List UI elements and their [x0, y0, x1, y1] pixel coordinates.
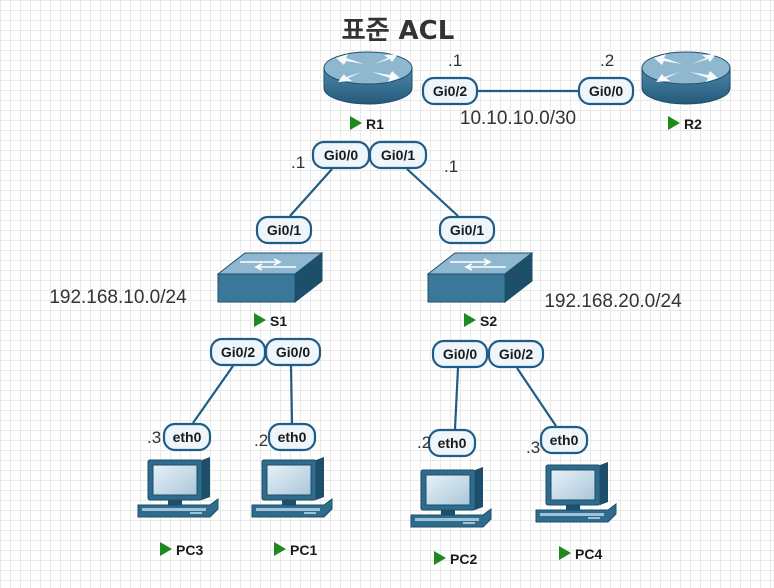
router-icon — [323, 51, 413, 105]
link-r1-gi01-s2-gi01 — [406, 168, 459, 217]
port-label: Gi0/2 — [433, 83, 467, 99]
switch-icon — [216, 251, 324, 304]
port-r1-gi01: Gi0/1 — [368, 140, 428, 170]
port-label: Gi0/1 — [381, 147, 415, 163]
device-name: PC1 — [290, 542, 317, 558]
port-s1-gi00: Gi0/0 — [264, 337, 322, 367]
play-icon — [434, 551, 446, 565]
port-s1-gi01: Gi0/1 — [255, 215, 313, 245]
router-icon — [641, 51, 731, 105]
labels-layer: .1 .2 .1 .1 .3 .2 .2 .3 10.10.10.0/30 192.168.10.… — [49, 51, 682, 457]
diagram-title: 표준 ACL — [342, 16, 455, 46]
play-icon — [668, 116, 680, 130]
device-name: R2 — [684, 116, 702, 132]
port-label: Gi0/0 — [443, 346, 477, 362]
port-label: eth0 — [278, 429, 307, 445]
device-name: R1 — [366, 116, 384, 132]
ip-suffix-pc2-ip: .2 — [417, 433, 431, 452]
port-pc3-eth0: eth0 — [162, 422, 212, 452]
device-name: PC4 — [575, 546, 602, 562]
port-label: Gi0/0 — [324, 147, 358, 163]
play-icon — [559, 546, 571, 560]
device-name: PC3 — [176, 542, 203, 558]
device-label-s2: S2 — [464, 313, 497, 329]
port-label: Gi0/2 — [499, 346, 533, 362]
ip-suffix-pc1-ip: .2 — [254, 431, 268, 450]
port-label: Gi0/0 — [589, 83, 623, 99]
play-icon — [160, 542, 172, 556]
port-pc2-eth0: eth0 — [427, 428, 477, 458]
port-s2-gi02: Gi0/2 — [487, 339, 545, 369]
device-label-pc4: PC4 — [559, 546, 602, 562]
pc-icon — [410, 467, 492, 528]
link-s1-gi02-pc3-eth0 — [192, 365, 234, 424]
network-lan2-net: 192.168.20.0/24 — [544, 291, 682, 312]
pc-icon — [137, 457, 219, 518]
port-label: Gi0/0 — [276, 344, 310, 360]
ip-suffix-pc3-ip: .3 — [147, 428, 161, 447]
port-label: eth0 — [438, 435, 467, 451]
play-icon — [254, 313, 266, 327]
port-pc4-eth0: eth0 — [539, 425, 589, 455]
device-label-pc2: PC2 — [434, 551, 477, 567]
port-label: Gi0/1 — [450, 222, 484, 238]
device-label-r1: R1 — [350, 116, 384, 132]
play-icon — [350, 116, 362, 130]
device-name: S2 — [480, 313, 497, 329]
play-icon — [464, 313, 476, 327]
port-r2-gi00: Gi0/0 — [577, 76, 635, 106]
port-s2-gi01: Gi0/1 — [438, 215, 496, 245]
port-label: eth0 — [173, 429, 202, 445]
port-r1-gi02: Gi0/2 — [421, 76, 479, 106]
link-s2-gi02-pc4-eth0 — [516, 367, 557, 427]
pc-icon — [535, 462, 617, 523]
device-label-pc3: PC3 — [160, 542, 203, 558]
play-icon — [274, 542, 286, 556]
ip-suffix-pc4-ip: .3 — [526, 438, 540, 457]
device-name: S1 — [270, 313, 287, 329]
link-r1-gi00-s1-gi01 — [289, 168, 333, 217]
link-s1-gi00-pc1-eth0 — [289, 365, 294, 424]
ip-suffix-r2-gi00-ip: .2 — [600, 51, 614, 70]
port-s2-gi00: Gi0/0 — [431, 339, 489, 369]
device-label-s1: S1 — [254, 313, 287, 329]
port-r1-gi00: Gi0/0 — [311, 140, 371, 170]
switch-icon — [426, 251, 534, 304]
port-pc1-eth0: eth0 — [267, 422, 317, 452]
ip-suffix-r1-gi01-ip: .1 — [444, 157, 458, 176]
network-lan1-net: 192.168.10.0/24 — [49, 287, 187, 308]
links-layer — [192, 89, 579, 430]
ip-suffix-r1-gi02-ip: .1 — [448, 51, 462, 70]
port-label: eth0 — [550, 432, 579, 448]
device-label-r2: R2 — [668, 116, 702, 132]
device-label-pc1: PC1 — [274, 542, 317, 558]
network-wan-net: 10.10.10.0/30 — [460, 108, 576, 129]
pc-icon — [251, 457, 333, 518]
ip-suffix-r1-gi00-ip: .1 — [291, 153, 305, 172]
port-label: Gi0/1 — [267, 222, 301, 238]
port-s1-gi02: Gi0/2 — [209, 337, 267, 367]
device-name: PC2 — [450, 551, 477, 567]
link-s2-gi00-pc2-eth0 — [453, 367, 460, 430]
port-label: Gi0/2 — [221, 344, 255, 360]
